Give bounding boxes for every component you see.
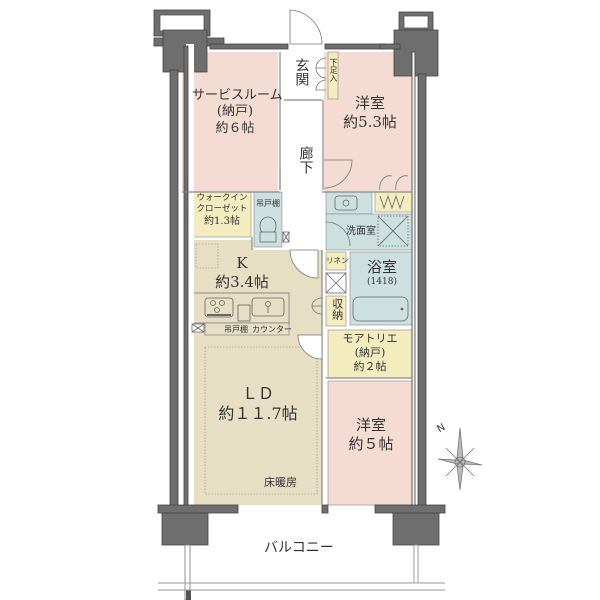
western-room-2-name: 洋室 bbox=[355, 416, 386, 434]
kitchen-name: K bbox=[236, 254, 248, 272]
linen-label: リネン bbox=[326, 256, 349, 265]
service-room-area bbox=[182, 52, 278, 192]
service-room-size: 約６帖 bbox=[215, 120, 255, 136]
wash-basin bbox=[334, 195, 358, 211]
atelier-sub: (納戸) bbox=[354, 345, 386, 359]
kitchen-size: 約3.4帖 bbox=[215, 272, 269, 291]
floor-heating-area bbox=[204, 346, 318, 495]
shoe-storage-area bbox=[327, 51, 339, 100]
laundry-shelf bbox=[374, 191, 413, 213]
washroom-door bbox=[325, 221, 351, 247]
doors bbox=[279, 9, 409, 360]
floor-heating-label: 床暖房 bbox=[264, 476, 297, 489]
shoe-doors bbox=[315, 57, 327, 91]
western-room-1-name: 洋室 bbox=[354, 94, 385, 112]
shoe-storage-label: 下足入 bbox=[329, 58, 338, 82]
living-dining-name: ＬＤ bbox=[241, 384, 274, 403]
fixtures bbox=[191, 194, 409, 333]
bathroom-label: 浴室 (1418) bbox=[352, 258, 412, 288]
hanging-shelf-strip bbox=[204, 322, 290, 336]
washroom-label: 洗面室 bbox=[346, 226, 376, 237]
partitions bbox=[182, 52, 412, 505]
walk-in-closet-label: ウォークイン クローゼット 約1.3帖 bbox=[193, 193, 251, 228]
western-room-2-area bbox=[327, 380, 413, 506]
front-door bbox=[289, 9, 323, 45]
service-room-sub: (納戸) bbox=[216, 104, 254, 120]
western-room-1-label: 洋室 約5.3帖 bbox=[330, 94, 410, 132]
living-dining-label: ＬＤ 約１１.7帖 bbox=[200, 384, 316, 424]
service-room-label: サービスルーム (納戸) 約６帖 bbox=[192, 88, 283, 137]
kitchen-door bbox=[289, 249, 319, 279]
service-room-name: サービスルーム bbox=[192, 88, 283, 103]
washer-pan bbox=[377, 215, 409, 247]
atelier-name: モアトリエ bbox=[342, 332, 398, 345]
bathroom-name: 浴室 bbox=[366, 258, 397, 276]
entrance-name: 玄関 bbox=[293, 58, 310, 86]
entrance-label: 玄関 bbox=[293, 58, 311, 86]
kitchen-shelf-label: 吊戸棚 bbox=[224, 325, 248, 334]
storage-doors bbox=[311, 297, 323, 315]
balcony-label: バルコニー bbox=[264, 540, 334, 556]
kitchen-counter-label: カウンター bbox=[252, 325, 292, 334]
western-room-1-size: 約5.3帖 bbox=[343, 112, 397, 131]
washroom-area bbox=[325, 213, 413, 251]
corridor-label: 廊下 bbox=[297, 146, 314, 174]
closet-doors-western-1 bbox=[379, 175, 409, 191]
western-room-2-size: 約５帖 bbox=[348, 434, 394, 453]
walk-in-closet-size: 約1.3帖 bbox=[204, 216, 240, 228]
atelier-area bbox=[327, 329, 413, 379]
ld-door bbox=[297, 334, 323, 360]
compass-icon bbox=[437, 427, 483, 491]
bathroom-spec: (1418) bbox=[367, 276, 397, 287]
walls bbox=[153, 9, 446, 600]
atelier-label: モアトリエ (納戸) 約２帖 bbox=[328, 332, 412, 373]
linen-area bbox=[325, 251, 347, 271]
western-room-2-label: 洋室 約５帖 bbox=[330, 416, 412, 454]
corridor-area bbox=[284, 52, 322, 252]
stove bbox=[204, 297, 234, 318]
storage-area bbox=[325, 295, 347, 327]
living-dining-size: 約１１.7帖 bbox=[218, 404, 298, 423]
kitchen-label: K 約3.4帖 bbox=[196, 254, 288, 292]
fridge-area bbox=[195, 243, 219, 269]
walk-in-closet-line1: ウォークイン bbox=[196, 193, 248, 203]
bathtub bbox=[352, 296, 409, 322]
storage-label: 収納 bbox=[330, 298, 344, 320]
toilet-shelf-label: 吊戸棚 bbox=[256, 199, 280, 208]
walk-in-closet-line2: クローゼット bbox=[196, 204, 248, 215]
atelier-size: 約２帖 bbox=[353, 359, 387, 373]
corridor-door-western-1 bbox=[323, 159, 353, 189]
